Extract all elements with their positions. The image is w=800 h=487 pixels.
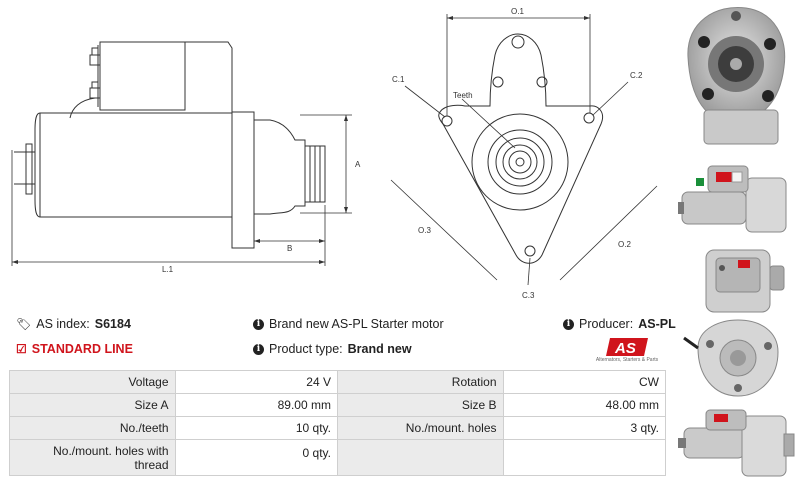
dim-a-label: A [355,160,361,169]
product-type-value: Brand new [347,342,412,356]
as-index-value: S6184 [94,317,131,331]
product-photo-angle[interactable] [676,404,798,484]
product-photo-top[interactable] [676,244,798,318]
standard-line-label: STANDARD LINE [31,342,133,356]
spec-value: 0 qty. [174,439,338,476]
solenoid-outline [99,41,186,111]
table-row: No./mount. holes with thread 0 qty. [9,439,666,476]
spec-key: Rotation [336,370,504,394]
product-photo-rear[interactable] [676,318,798,400]
description-row: i Brand new AS-PL Starter motor [253,316,444,332]
producer-label: Producer: [579,317,634,331]
spec-key: Size A [9,393,176,417]
spec-value: 89.00 mm [174,393,338,417]
dim-o1-label: O.1 [511,7,524,16]
specification-table: Voltage 24 V Rotation CW Size A 89.00 mm… [9,370,666,476]
as-index-label: AS index: [36,317,90,331]
spec-value: 10 qty. [174,416,338,440]
info-icon: i [253,318,264,330]
spec-value: CW [502,370,666,394]
spec-key [336,439,504,476]
logo-tagline: Alternators, Starters & Parts [595,357,659,363]
as-index-row: 🏷︎ AS index: S6184 [16,316,131,332]
product-photo-front[interactable] [676,2,798,150]
table-row: Voltage 24 V Rotation CW [9,370,666,394]
table-row: No./teeth 10 qty. No./mount. holes 3 qty… [9,416,666,440]
product-photo-side[interactable] [676,158,798,238]
spec-value [502,439,666,476]
spec-value: 48.00 mm [502,393,666,417]
spec-key: No./teeth [9,416,176,440]
dim-o3-label: O.3 [418,226,431,235]
dim-l1-label: L.1 [162,265,174,274]
product-thumbnail-column [672,0,800,487]
info-icon: i [253,343,264,355]
logo-text: AS [614,340,636,357]
spec-key: No./mount. holes [336,416,504,440]
producer-value: AS-PL [638,317,676,331]
motor-body-outline [39,112,233,218]
product-type-row: i Product type: Brand new [253,341,412,357]
product-type-label: Product type: [269,342,343,356]
teeth-label: Teeth [453,91,473,100]
spec-key: Voltage [9,370,176,394]
dim-c2-label: C.2 [630,71,643,80]
spec-key: Size B [336,393,504,417]
dim-o2-label: O.2 [618,240,631,249]
dim-c3-label: C.3 [522,291,535,300]
tag-icon: 🏷︎ [16,317,32,331]
checkbox-icon: ☑ [16,342,27,356]
dim-b-label: B [287,244,292,253]
standard-line-row: ☑ STANDARD LINE [16,341,133,357]
info-icon: i [563,318,574,330]
flange-outline [438,33,604,264]
product-description: Brand new AS-PL Starter motor [269,317,444,331]
producer-row: i Producer: AS-PL [563,316,676,332]
as-pl-logo: AS [606,338,648,357]
technical-drawing: L.1 B A O.1 C.1 C.2 O.3 [11,7,658,300]
spec-value: 3 qty. [502,416,666,440]
table-row: Size A 89.00 mm Size B 48.00 mm [9,393,666,417]
spec-key: No./mount. holes with thread [9,439,176,476]
spec-value: 24 V [174,370,338,394]
dim-c1-label: C.1 [392,75,405,84]
